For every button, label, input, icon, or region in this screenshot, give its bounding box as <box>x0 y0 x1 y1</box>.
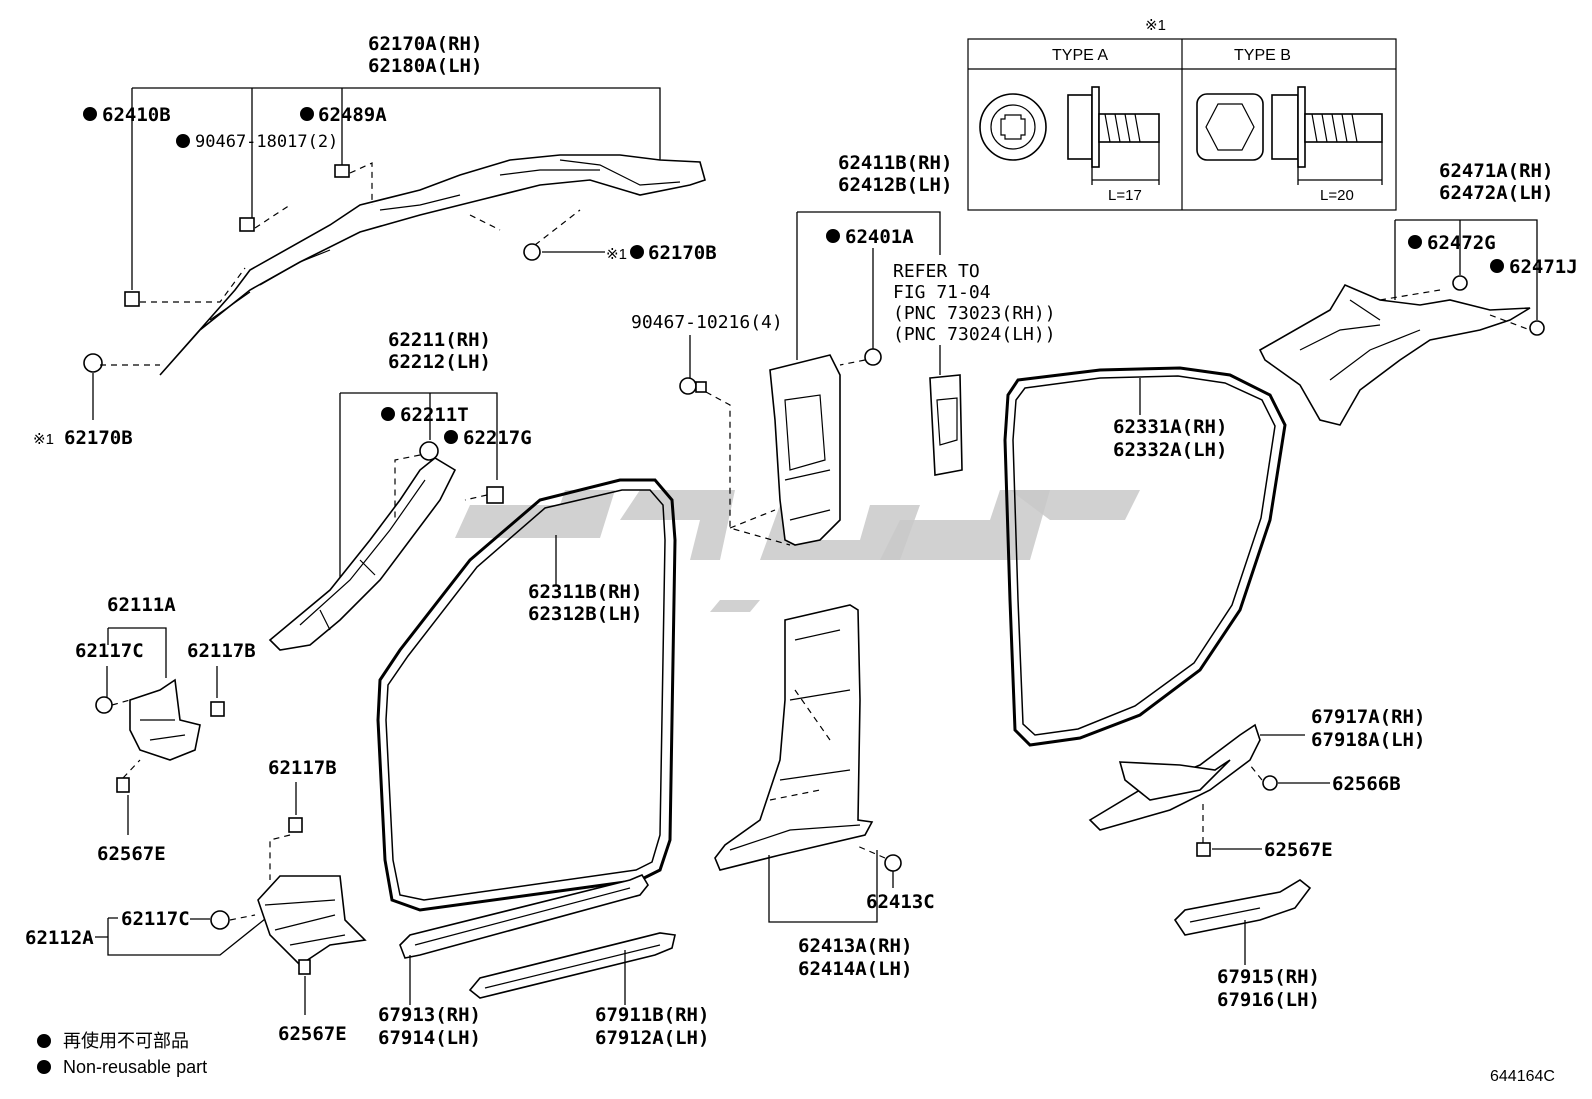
kick-panel-group: 62117B 62112A 62117C 62567E <box>25 757 367 1045</box>
label-67915-rh: 67915(RH) <box>1217 966 1320 988</box>
center-pillar-lower-group: 62413C 62413A(RH) 62414A(LH) <box>714 604 935 980</box>
non-reusable-marker-icon <box>37 1060 51 1074</box>
non-reusable-marker-icon <box>630 245 644 259</box>
front-door-weatherstrip-group: 62311B(RH) 62312B(LH) <box>376 478 677 912</box>
label-62211-rh: 62211(RH) <box>388 329 491 351</box>
label-62170A-rh: 62170A(RH) <box>368 33 482 55</box>
label-62414A-lh: 62414A(LH) <box>798 958 912 980</box>
label-67913-rh: 67913(RH) <box>378 1004 481 1026</box>
label-67911B-rh: 67911B(RH) <box>595 1004 709 1026</box>
label-62170B-left: 62170B <box>64 427 133 449</box>
catalog-code: 644164C <box>1490 1068 1555 1085</box>
type-b-length: L=20 <box>1320 187 1354 204</box>
refer-line-1: REFER TO <box>893 261 980 282</box>
legend: 再使用不可部品 Non-reusable part <box>37 1031 207 1077</box>
label-62312B-lh: 62312B(LH) <box>528 603 642 625</box>
refer-line-2: FIG 71-04 <box>893 282 991 303</box>
non-reusable-marker-icon <box>83 107 97 121</box>
label-67917A-rh: 67917A(RH) <box>1311 706 1425 728</box>
front-pillar-garnish-62211 <box>268 457 457 651</box>
non-reusable-marker-icon <box>176 134 190 148</box>
label-67914-lh: 67914(LH) <box>378 1027 481 1049</box>
roof-garnish-62170A <box>159 154 706 376</box>
cowl-side-trim-group: 62111A 62117C 62117B 62567E <box>75 594 256 865</box>
quarter-trim-62471A <box>1258 283 1531 426</box>
label-62217G: 62217G <box>463 427 532 449</box>
refer-line-4: (PNC 73024(LH)) <box>893 324 1056 345</box>
rear-scuff-plate-group: 67915(RH) 67916(LH) <box>1173 879 1320 1011</box>
rear-scuff-plate-67915 <box>1173 879 1312 936</box>
label-62472A-lh: 62472A(LH) <box>1439 182 1553 204</box>
non-reusable-marker-icon <box>37 1034 51 1048</box>
label-62472G: 62472G <box>1427 232 1496 254</box>
label-62567E-a: 62567E <box>97 843 166 865</box>
table-ref-mark: ※1 <box>1145 17 1166 34</box>
roof-garnish-group: 62170A(RH) 62180A(LH) 62410B 62489A 9046… <box>33 33 717 449</box>
label-67912A-lh: 67912A(LH) <box>595 1027 709 1049</box>
type-a-length: L=17 <box>1108 187 1142 204</box>
rear-scuff-cover <box>1118 759 1231 801</box>
legend-line-2: Non-reusable part <box>63 1057 207 1077</box>
label-90467-18017: 90467-18017(2) <box>195 132 338 152</box>
refer-line-3: (PNC 73023(RH)) <box>893 303 1056 324</box>
label-62180A-lh: 62180A(LH) <box>368 55 482 77</box>
non-reusable-marker-icon <box>1408 235 1422 249</box>
label-62117B-b: 62117B <box>268 757 337 779</box>
label-62413A-rh: 62413A(RH) <box>798 935 912 957</box>
label-62413C: 62413C <box>866 891 935 913</box>
non-reusable-marker-icon <box>444 430 458 444</box>
front-pillar-garnish-group: 62211(RH) 62212(LH) 62211T 62217G <box>268 329 532 651</box>
label-67916-lh: 67916(LH) <box>1217 989 1320 1011</box>
non-reusable-marker-icon <box>1490 259 1504 273</box>
label-62170B-mark-top: ※1 <box>606 246 627 263</box>
type-a-header: TYPE A <box>1052 47 1108 64</box>
rear-door-weatherstrip-group: 62331A(RH) 62332A(LH) <box>1003 366 1287 747</box>
label-62567E-b: 62567E <box>278 1023 347 1045</box>
center-pillar-lower-garnish-62413A <box>714 604 874 871</box>
label-62471J: 62471J <box>1509 256 1578 278</box>
label-62410B: 62410B <box>102 104 171 126</box>
label-62211T: 62211T <box>400 404 469 426</box>
rear-scuff-group: 67917A(RH) 67918A(LH) 62566B 62567E <box>1088 706 1425 861</box>
legend-line-1: 再使用不可部品 <box>63 1031 189 1051</box>
center-pillar-upper-group: 90467-10216(4) 62411B(RH) 62412B(LH) 624… <box>631 152 1056 546</box>
label-62212-lh: 62212(LH) <box>388 351 491 373</box>
center-pillar-upper-garnish-62411B <box>769 354 841 546</box>
non-reusable-marker-icon <box>300 107 314 121</box>
label-62111A: 62111A <box>107 594 176 616</box>
type-b-header: TYPE B <box>1234 47 1291 64</box>
label-90467-10216: 90467-10216(4) <box>631 312 783 333</box>
rear-door-opening-trim-62331A <box>1003 366 1287 747</box>
front-door-opening-trim-62311B <box>376 478 677 912</box>
label-62489A: 62489A <box>318 104 387 126</box>
front-scuff-plate-group: 67913(RH) 67914(LH) 67911B(RH) 67912A(LH… <box>378 873 709 1049</box>
label-67918A-lh: 67918A(LH) <box>1311 729 1425 751</box>
label-62170B-top: 62170B <box>648 242 717 264</box>
label-62117C-a: 62117C <box>75 640 144 662</box>
type-b-bolt-head-icon <box>1196 93 1264 161</box>
type-b-bolt-side-icon <box>1271 94 1299 160</box>
label-62117C-b: 62117C <box>121 908 190 930</box>
label-62311B-rh: 62311B(RH) <box>528 581 642 603</box>
type-a-bolt-head-icon <box>979 93 1047 161</box>
label-62471A-rh: 62471A(RH) <box>1439 160 1553 182</box>
label-62112A: 62112A <box>25 927 94 949</box>
label-62411B-rh: 62411B(RH) <box>838 152 952 174</box>
label-62117B-a: 62117B <box>187 640 256 662</box>
label-62332A-lh: 62332A(LH) <box>1113 439 1227 461</box>
fastener-type-table: ※1 TYPE A TYPE B L=17 L=20 <box>967 17 1397 211</box>
label-62401A: 62401A <box>845 226 914 248</box>
non-reusable-marker-icon <box>381 407 395 421</box>
type-a-bolt-side-icon <box>1067 94 1093 160</box>
label-62567E-c: 62567E <box>1264 839 1333 861</box>
label-62331A-rh: 62331A(RH) <box>1113 416 1227 438</box>
label-62412B-lh: 62412B(LH) <box>838 174 952 196</box>
non-reusable-marker-icon <box>826 229 840 243</box>
label-62566B: 62566B <box>1332 773 1401 795</box>
scuff-plate-67911B <box>468 932 676 999</box>
quarter-trim-group: 62471A(RH) 62472A(LH) 62472G 62471J <box>1258 160 1578 426</box>
label-62170B-left-mark: ※1 <box>33 431 54 448</box>
